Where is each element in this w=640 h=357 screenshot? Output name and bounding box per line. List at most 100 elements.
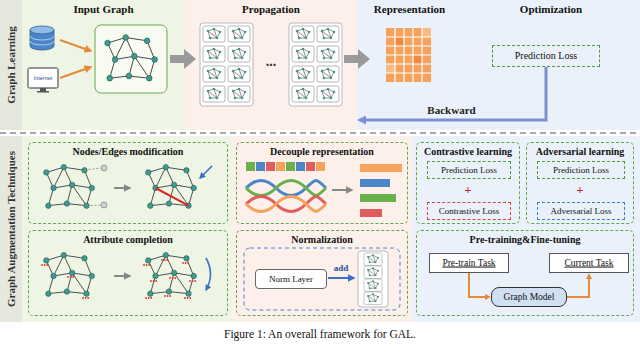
decouple-illustration [276, 162, 285, 171]
source-arrow [60, 67, 91, 78]
attribute-illustration [143, 264, 150, 266]
technique-box: NormalizationNorm Layer [236, 230, 408, 316]
box-label: Norm Layer [269, 274, 313, 284]
normalization-illustration [364, 279, 382, 291]
decouple-illustration [306, 162, 315, 171]
heading: Contrastive learning [424, 146, 512, 158]
attribute-illustration [146, 252, 197, 296]
propagation-stack [317, 66, 339, 82]
layer-box: Norm Layer [255, 269, 327, 289]
panel-ground [0, 133, 640, 134]
heading: Adversarial learning [536, 146, 625, 158]
attribute-illustration [184, 297, 191, 299]
technique-box: Decouple representation [236, 142, 408, 224]
flow-connector [567, 276, 589, 297]
representation-matrix [395, 37, 404, 46]
panel-ground [412, 136, 640, 322]
propagation-stack [228, 46, 250, 62]
normalization-illustration [364, 253, 382, 265]
decouple-illustration [246, 162, 255, 171]
panel-ground [185, 0, 357, 130]
attribute-illustration [189, 280, 196, 282]
box-label: Adversarial Loss [550, 206, 611, 216]
heading: Pre-training&Fine-tuning [470, 234, 581, 246]
attribute-illustration [67, 276, 74, 278]
box-label: Current Task [564, 258, 613, 269]
propagation-stack [317, 86, 339, 102]
decouple-illustration [286, 162, 295, 171]
input-graph [95, 25, 167, 93]
attribute-illustration [182, 262, 189, 264]
node-edge-illustration [44, 164, 95, 208]
representation-matrix [386, 64, 395, 73]
task-box: Pre-train Task [429, 253, 509, 273]
panel-ground [22, 0, 185, 130]
flow-connector [469, 273, 488, 297]
decouple-illustration [316, 162, 325, 171]
attribute-illustration [114, 275, 130, 277]
flow-arrow [344, 49, 370, 69]
loss-box: Adversarial Loss [537, 202, 625, 220]
decouple-illustration [360, 179, 390, 187]
heading: Normalization [291, 234, 353, 246]
decouple-illustration [246, 197, 326, 212]
flow-arrow [170, 49, 196, 69]
attribute-illustration [164, 295, 171, 297]
propagation-stack [228, 26, 250, 42]
propagation-stack [228, 86, 250, 102]
node-edge-illustration [156, 188, 189, 206]
plus-sign: + [576, 183, 583, 197]
attribute-illustration [169, 277, 176, 279]
heading: Optimization [520, 3, 582, 16]
node-edge-illustration [44, 164, 212, 208]
decouple-illustration [246, 162, 402, 217]
panel-ground [232, 136, 412, 322]
box-label: Graph Model [504, 292, 555, 303]
arrow-label: add [334, 264, 349, 274]
representation-matrix [422, 28, 431, 37]
representation-matrix [386, 28, 431, 82]
panel-ground [22, 136, 232, 322]
attribute-illustration [161, 259, 168, 261]
database-icon [30, 26, 54, 34]
loss-box: Prediction Loss [427, 161, 511, 179]
decouple-illustration [360, 194, 396, 202]
internet-icon [37, 88, 49, 93]
flow-connector [361, 67, 546, 120]
propagation-stack [203, 46, 225, 62]
panel-label: Graph Learning [5, 26, 18, 103]
box-label: Prediction Loss [515, 50, 578, 62]
panel: Graph LearningInput GraphPropagationRepr… [0, 0, 640, 130]
panel-label: Graph Augmentation Techniques [5, 151, 18, 307]
normalization-illustration [328, 277, 354, 279]
loss-box: Prediction Loss [492, 45, 600, 67]
propagation-stack [200, 23, 342, 106]
decouple-illustration [296, 162, 305, 171]
normalization-illustration [364, 266, 382, 278]
heading: Decouple representation [270, 146, 374, 158]
propagation-stack [289, 23, 342, 106]
panel-ground [0, 136, 22, 322]
attribute-illustration [206, 258, 211, 290]
node-edge-illustration [200, 166, 212, 178]
attribute-illustration [41, 252, 210, 298]
representation-matrix [386, 28, 431, 82]
technique-box: Attribute completion [28, 230, 228, 316]
propagation-stack [203, 26, 225, 42]
decouple-illustration [246, 181, 326, 196]
normalization-illustration [244, 248, 400, 310]
model-box: Graph Model [491, 287, 567, 307]
decouple-illustration [246, 181, 326, 196]
normalization-illustration [364, 292, 382, 304]
attribute-illustration [41, 264, 48, 266]
decouple-illustration [266, 162, 275, 171]
panel-ground [0, 0, 22, 130]
box-label: Prediction Loss [553, 165, 609, 175]
decouple-illustration [246, 197, 326, 212]
node-edge-illustration [101, 202, 107, 208]
stage-band: Input Graph [22, 0, 185, 130]
heading: Propagation [242, 3, 300, 16]
database-icon [30, 36, 54, 45]
attribute-illustration [82, 297, 89, 299]
